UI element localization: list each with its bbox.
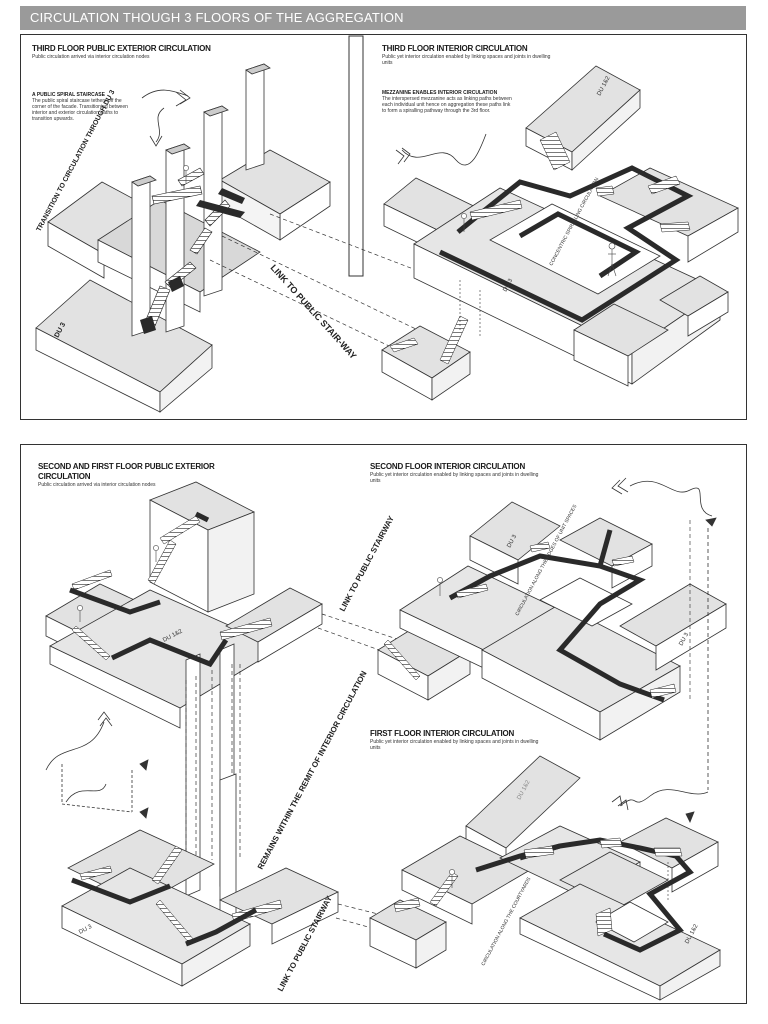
first-floor-interior-block: [369, 755, 721, 1001]
third-floor-interior-title: THIRD FLOOR INTERIOR CIRCULATION: [382, 44, 528, 53]
top-panel-frame: [20, 34, 747, 420]
person-figure-icon: [77, 165, 467, 888]
arrow-squiggle-icon: [45, 711, 149, 819]
third-floor-exterior-title: THIRD FLOOR PUBLIC EXTERIOR CIRCULATION: [32, 44, 211, 53]
interior-stairs-second: [383, 541, 677, 699]
top-dotted-connector: [459, 280, 481, 336]
second-floor-interior-title: SECOND FLOOR INTERIOR CIRCULATION: [370, 462, 526, 471]
third-floor-interior-subtitle: Public yet interior circulation enabled …: [382, 54, 551, 66]
vertical-shaft-dashed-lines: [185, 664, 241, 860]
page-title: CIRCULATION THOUGH 3 FLOORS OF THE AGGRE…: [20, 6, 746, 30]
mezzanine-text: The interspersed mezzanine acts as linki…: [382, 96, 512, 114]
exterior-path-second: [69, 511, 229, 668]
bottom-panel-frame: [20, 444, 747, 1004]
first-floor-exterior-block: [61, 773, 339, 987]
second-floor-interior-subtitle: Public yet interior circulation enabled …: [370, 472, 539, 484]
interior-stairs-first: [393, 837, 683, 937]
exterior-path-first: [71, 877, 258, 947]
arrow-squiggle-icon: [141, 89, 191, 147]
spiral-staircase-text: The public spiral staircase tethers off …: [32, 98, 128, 122]
arrow-squiggle-icon: [395, 133, 487, 166]
spiral-staircase-title: A PUBLIC SPIRAL STAIRCASE: [32, 92, 105, 98]
edge-interior-path-second: [448, 529, 665, 703]
arrow-squiggle-icon: [611, 477, 717, 790]
top-link-stair-tower: [381, 315, 471, 401]
mezzanine-title: MEZZANINE ENABLES INTERIOR CIRCULATION: [382, 90, 498, 96]
interior-stairs-top: [469, 131, 691, 233]
first-floor-interior-title: FIRST FLOOR INTERIOR CIRCULATION: [370, 729, 515, 738]
third-floor-exterior-subtitle: Public circulation arrived via interior …: [32, 54, 150, 60]
exterior-stairs-second: [71, 515, 273, 661]
arrow-squiggle-icon: [611, 789, 709, 823]
exterior-path: [140, 188, 245, 334]
top-link-label: LINK TO PUBLIC STAIR-WAY: [269, 263, 359, 361]
second-first-exterior-title: SECOND AND FIRST FLOOR PUBLIC EXTERIOR C…: [38, 462, 215, 481]
link-second-label: LINK TO PUBLIC STAIRWAY: [338, 514, 396, 613]
first-floor-interior-subtitle: Public yet interior circulation enabled …: [370, 739, 539, 751]
third-floor-exterior-block: [35, 63, 331, 413]
second-first-exterior-subtitle: Public circulation arrived via interior …: [38, 482, 156, 488]
person-figure-icon: [607, 242, 617, 277]
remains-interior-label: REMAINS WITHIN THE REMIT OF INTERIOR CIR…: [256, 669, 369, 871]
panel-divider-column: [348, 35, 364, 277]
second-floor-interior-block: [377, 501, 727, 741]
